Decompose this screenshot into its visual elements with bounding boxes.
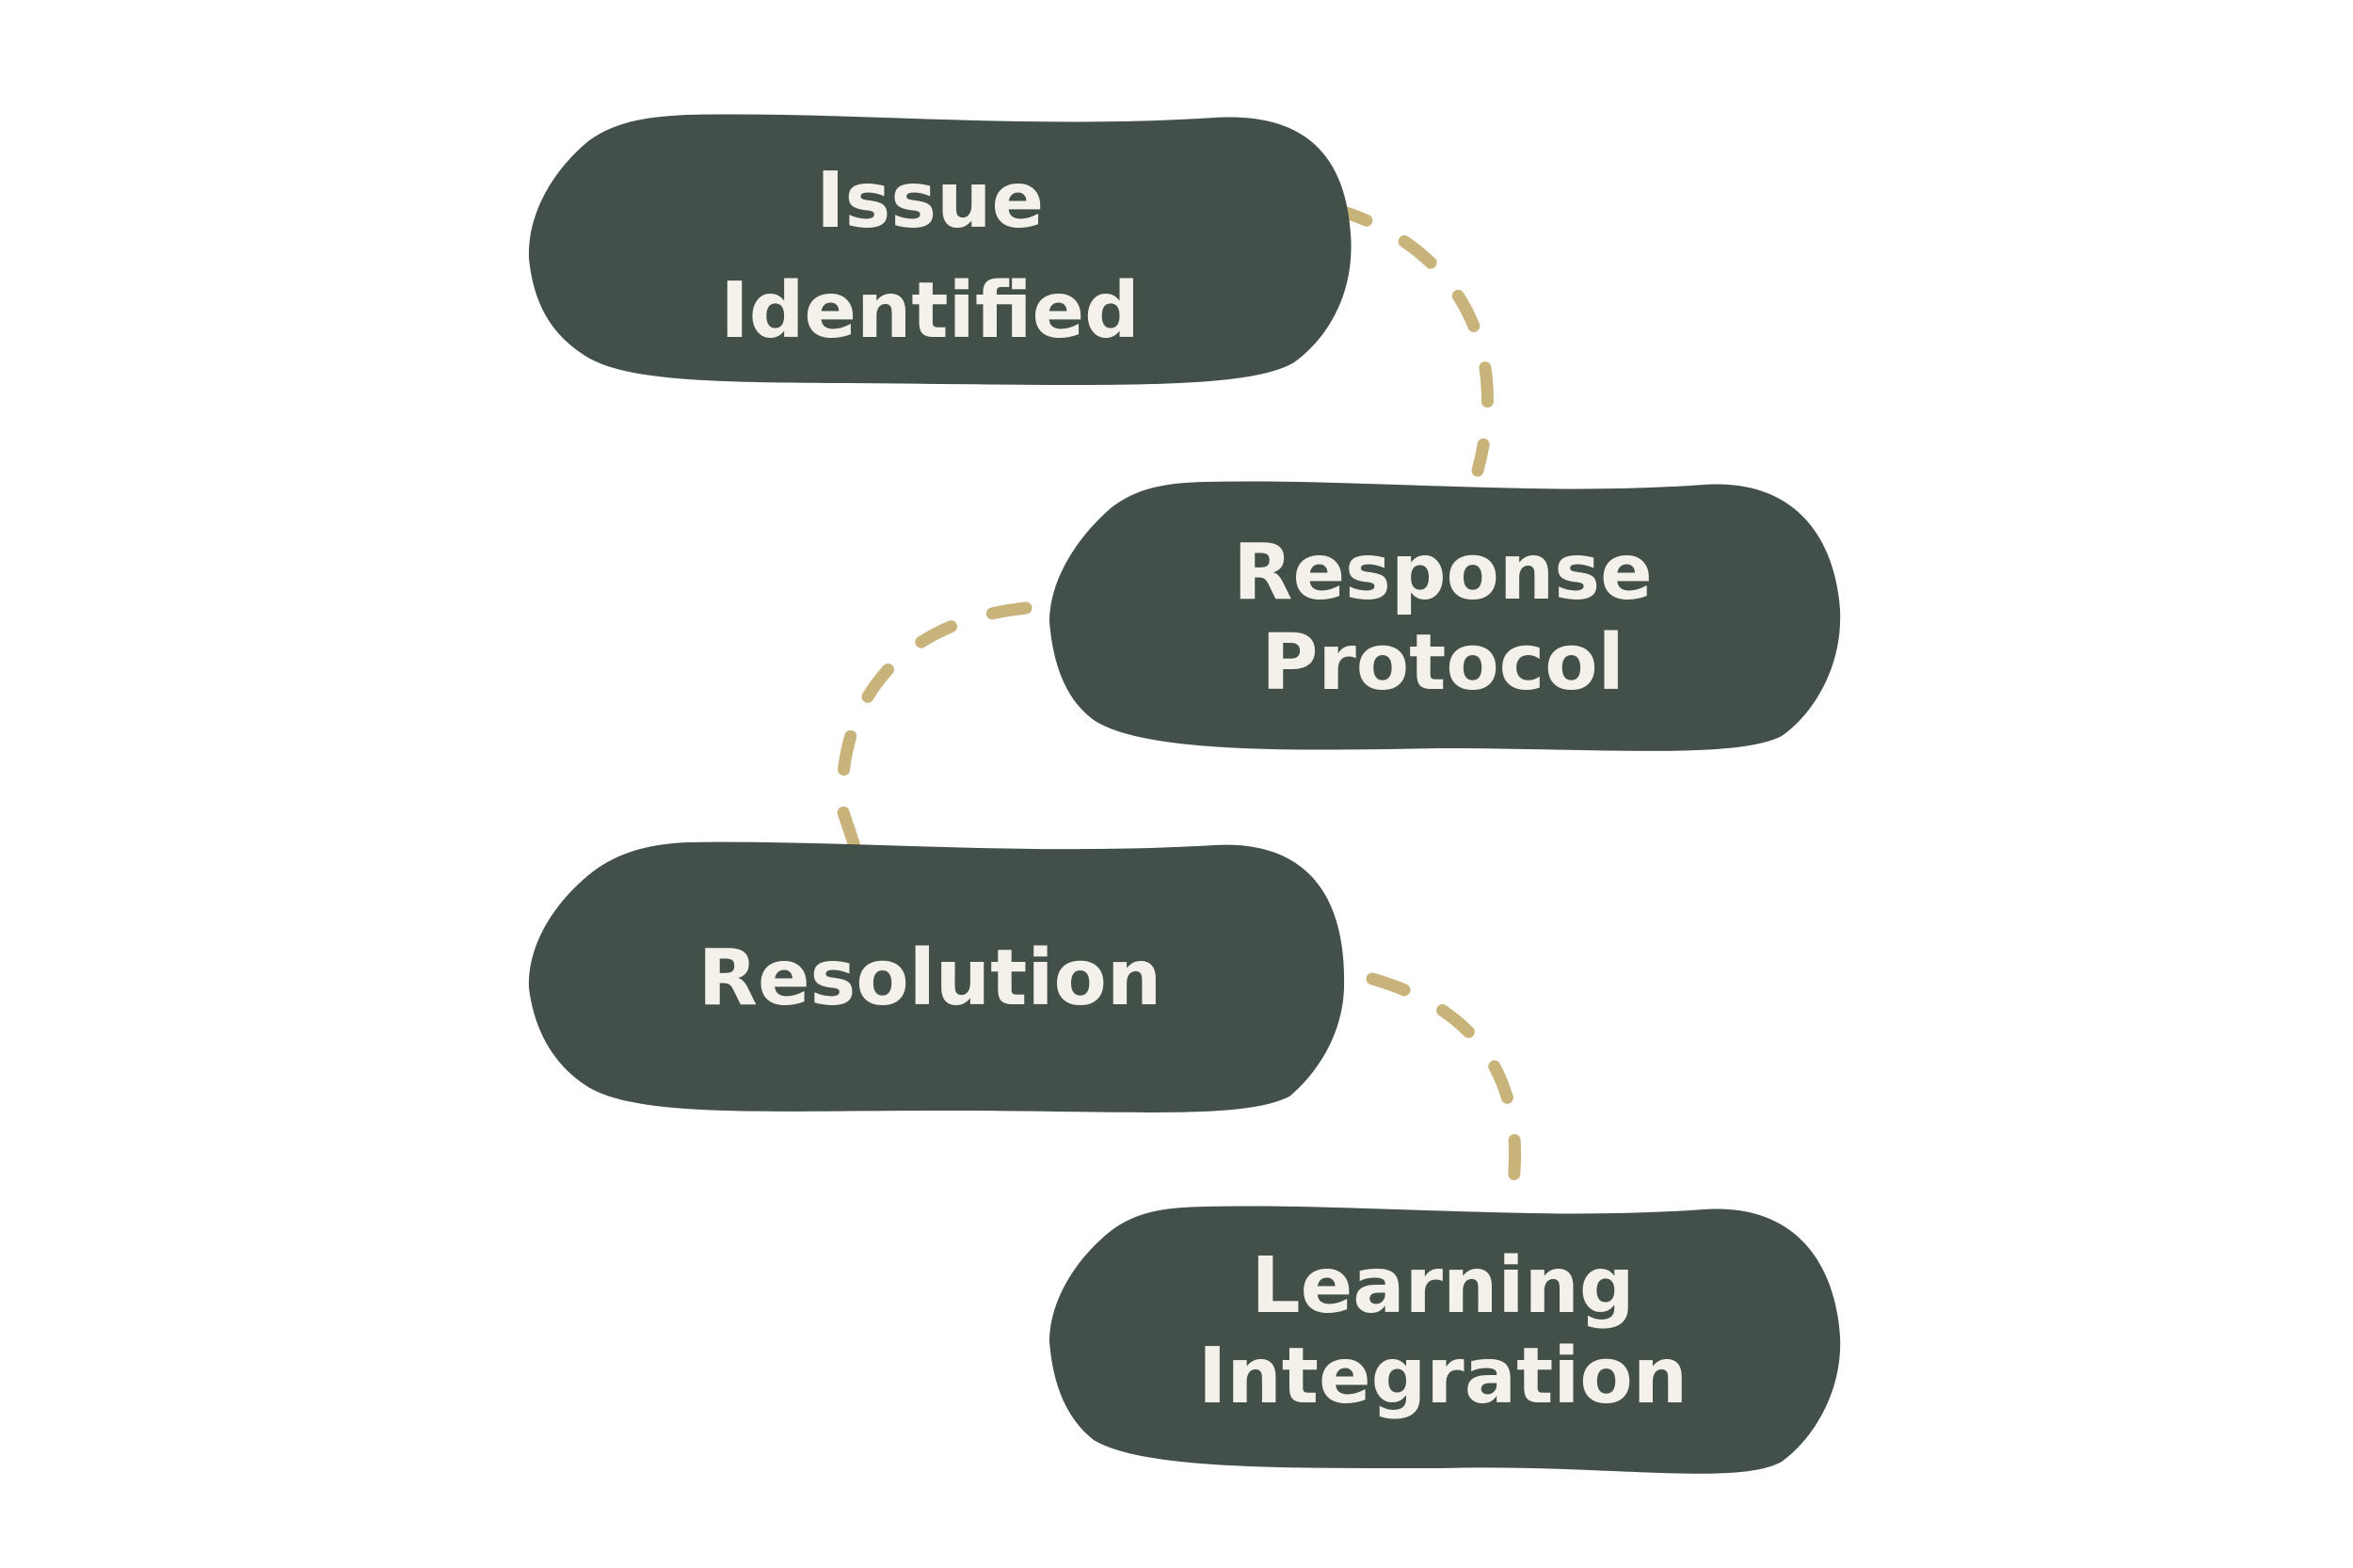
node-label-line-2: Identified [720,266,1140,356]
node-label-line-1: Issue [816,156,1044,246]
node-label-line-1: Resolution [698,934,1161,1023]
connector-issue-to-response [1328,202,1494,477]
node-shape [528,114,1352,386]
node-label-line-2: Protocol [1261,618,1624,708]
node-resolution: Resolution [528,841,1345,1112]
node-issue-identified: Issue Identified [528,114,1352,386]
node-shape [528,841,1345,1112]
connector-resolution-to-learning [1366,972,1522,1209]
node-shape [1049,1206,1841,1474]
node-label-line-1: Response [1233,528,1652,617]
node-response-protocol: Response Protocol [1049,481,1841,751]
node-learning-integration: Learning Integration [1049,1206,1841,1474]
connector-response-to-resolution [836,601,1032,858]
node-label-line-1: Learning [1251,1241,1634,1331]
node-shape [1049,481,1841,751]
node-label-line-2: Integration [1198,1332,1688,1421]
